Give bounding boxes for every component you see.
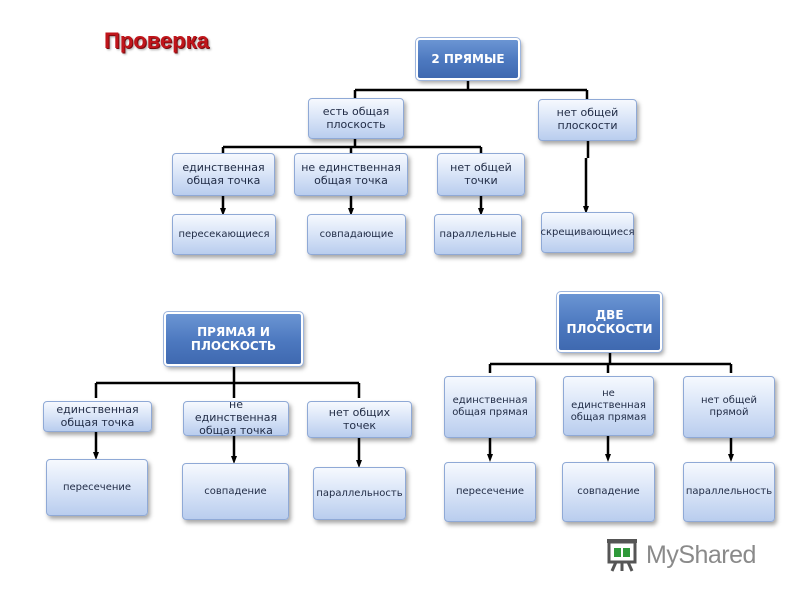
d3-result-intersection: пересечение — [444, 462, 536, 522]
d3-case-single-line: единственная общая прямая — [444, 376, 536, 438]
connector-root2 — [94, 366, 361, 398]
two-planes-root-box: ДВЕ ПЛОСКОСТИ — [556, 291, 663, 353]
myshared-logo: MyShared — [606, 533, 766, 577]
connector-root1 — [353, 80, 589, 99]
logo-text: MyShared — [646, 540, 756, 569]
d1-result-parallel: параллельные — [434, 214, 522, 255]
common-plane-box: есть общая плоскость — [308, 98, 404, 139]
d3-result-parallelism: параллельность — [683, 462, 775, 522]
page-title: Проверка — [104, 28, 209, 53]
d2-result-coincidence: совпадение — [182, 463, 289, 520]
d2-result-intersection: пересечение — [46, 459, 148, 516]
connector-branch-left — [221, 139, 483, 153]
d3-result-coincidence: совпадение — [562, 462, 655, 522]
d1-case-multiple-points: не единственная общая точка — [294, 153, 408, 196]
d2-case-single-point: единственная общая точка — [43, 401, 152, 432]
line-plane-root-box: ПРЯМАЯ И ПЛОСКОСТЬ — [163, 311, 304, 367]
d1-case-no-point: нет общей точки — [437, 153, 525, 196]
d2-case-multiple-points: не единственная общая точка — [183, 398, 289, 437]
d1-result-coinciding: совпадающие — [307, 214, 406, 255]
d2-result-parallelism: параллельность — [313, 467, 406, 520]
presentation-board-icon — [607, 539, 637, 572]
d1-case-single-point: единственная общая точка — [172, 153, 275, 196]
d1-result-skew: скрещивающиеся — [541, 212, 635, 253]
d2-case-no-points: нет общих точек — [307, 401, 412, 438]
connector-branch-right — [586, 141, 588, 210]
lines-root-box: 2 ПРЯМЫЕ — [415, 37, 521, 81]
d3-case-multiple-lines: не единственная общая прямая — [563, 376, 654, 436]
no-common-plane-box: нет общей плоскости — [538, 99, 637, 141]
d1-result-intersecting: пересекающиеся — [172, 214, 276, 255]
d3-case-no-line: нет общей прямой — [683, 376, 775, 438]
connector-root3 — [488, 352, 733, 373]
